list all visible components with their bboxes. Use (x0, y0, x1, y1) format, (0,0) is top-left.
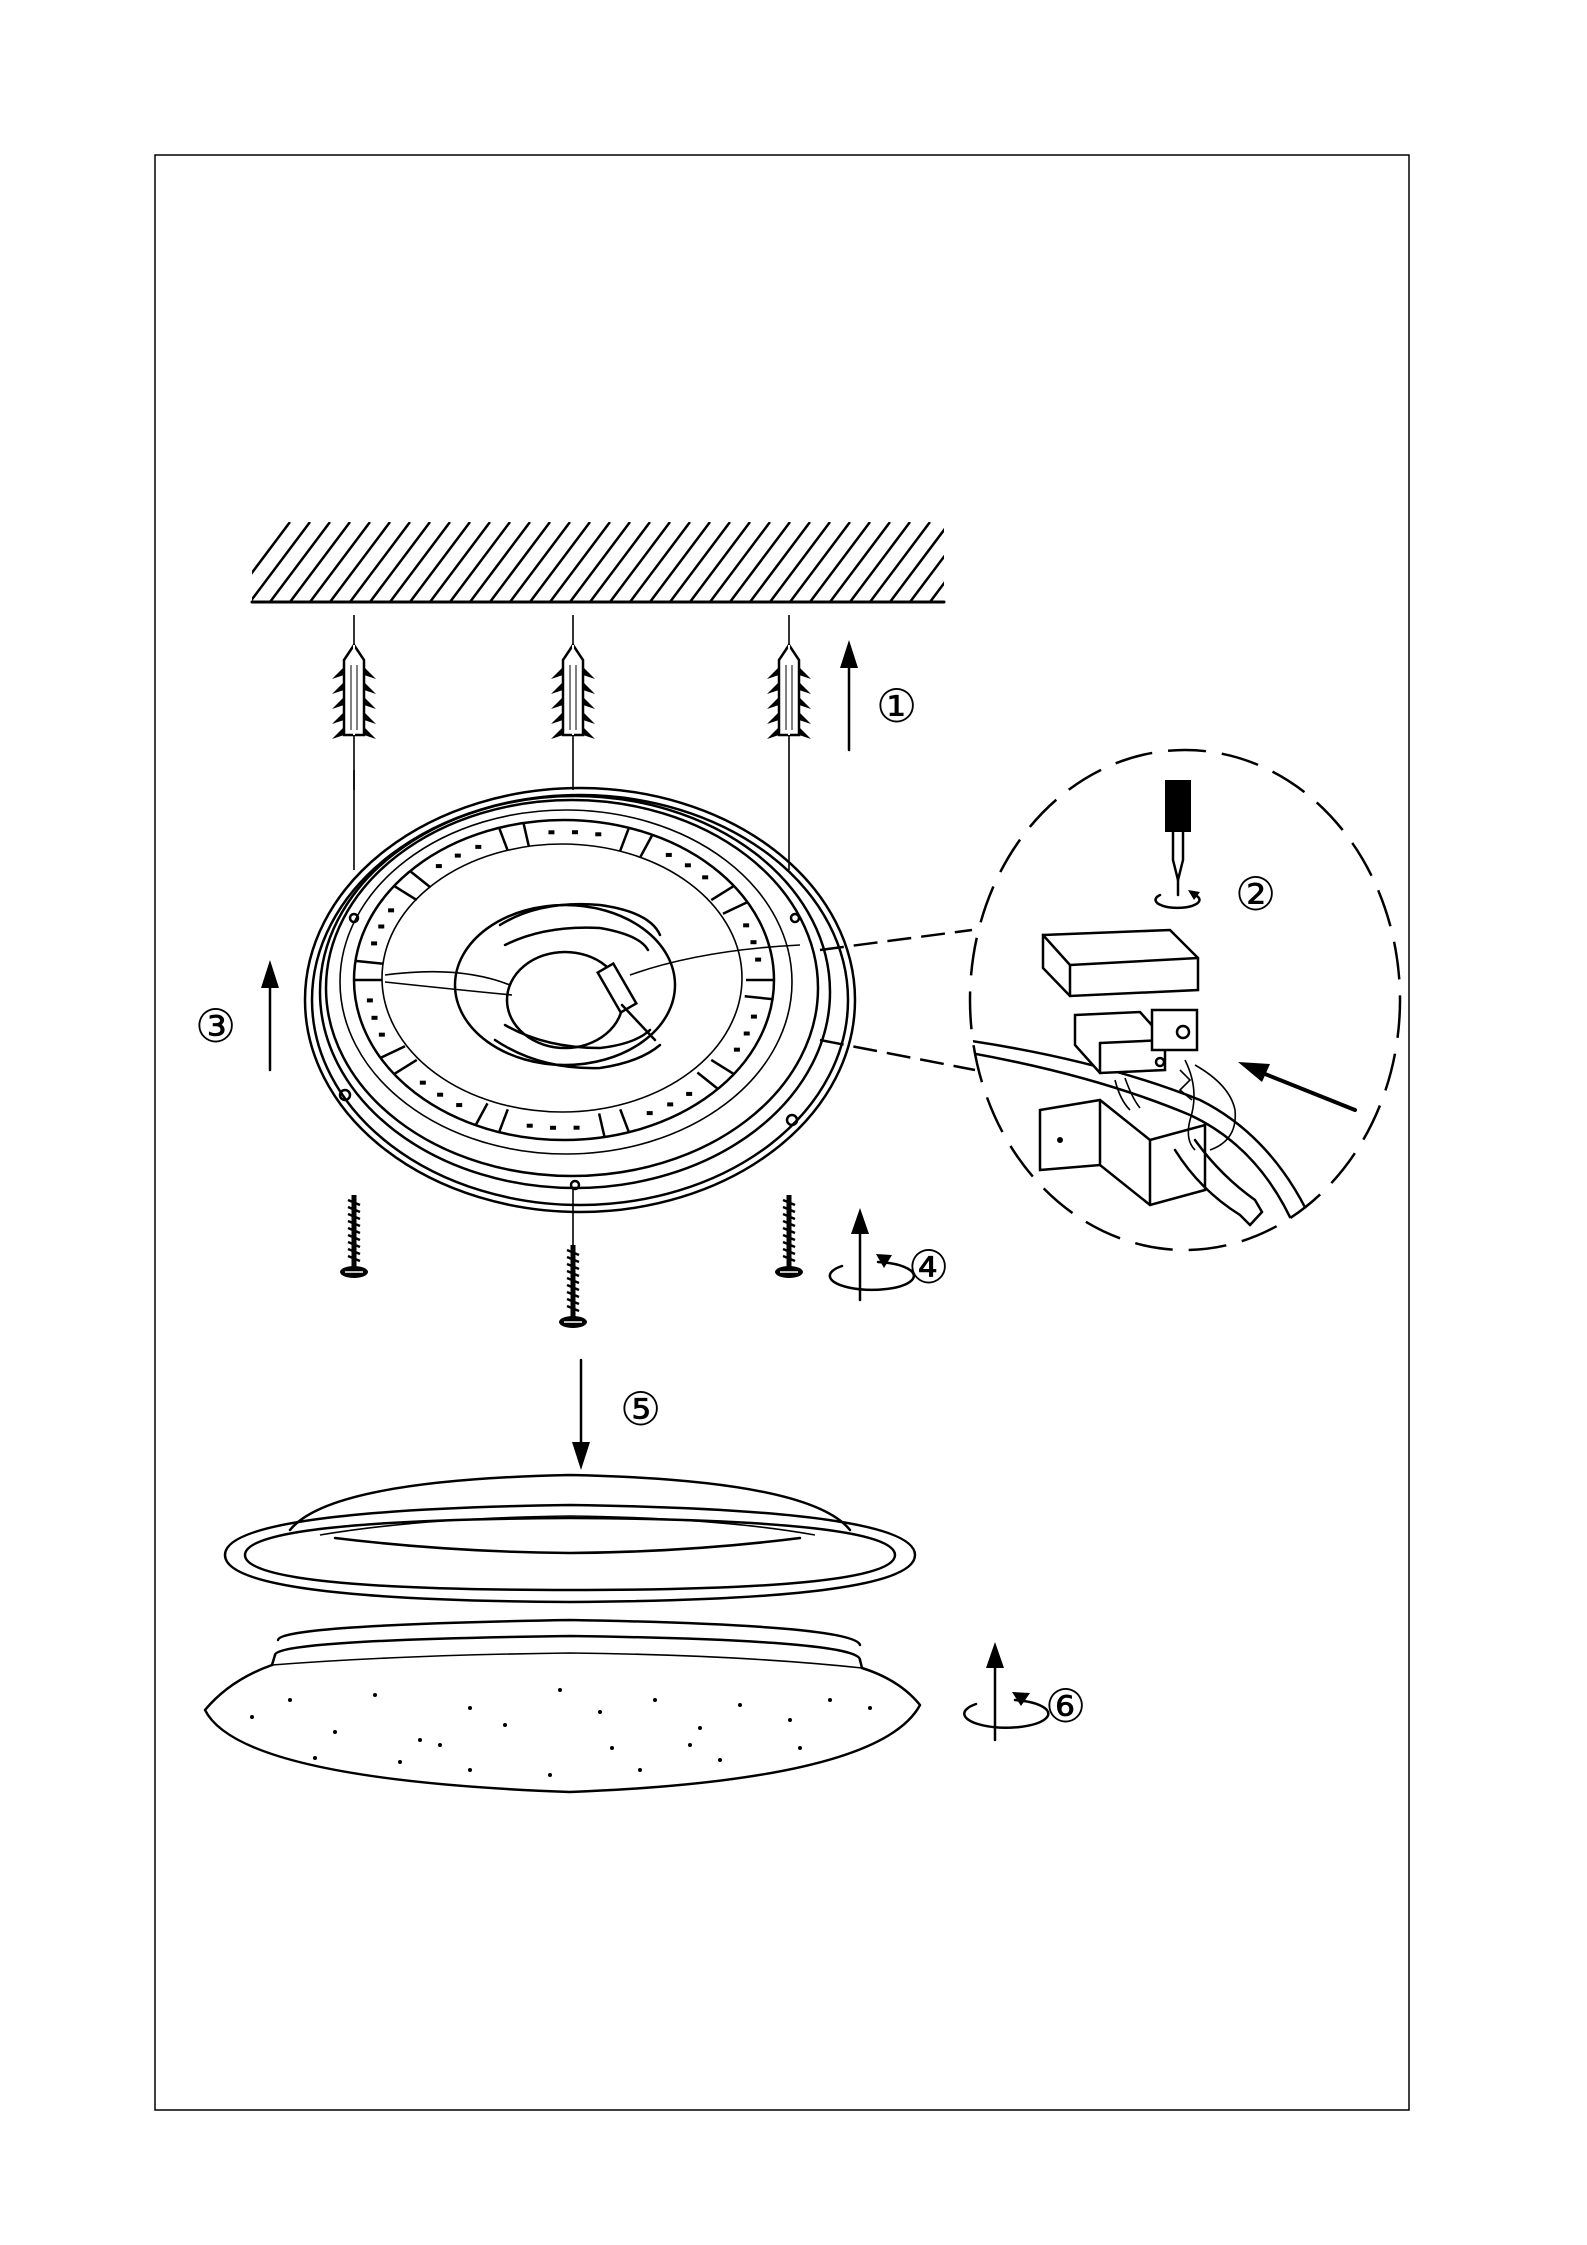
step-1-label: ① (876, 679, 917, 733)
step-3-label: ③ (195, 999, 236, 1053)
diffuser-shade (205, 1620, 920, 1792)
step-5-label: ⑤ (620, 1382, 661, 1436)
screw-left (340, 1195, 368, 1278)
wall-plug-right (767, 645, 811, 739)
step-6-label: ⑥ (1045, 1679, 1086, 1733)
wall-plug-center (551, 645, 595, 739)
step-4-label: ④ (908, 1240, 949, 1294)
step-6-rotate-icon (964, 1642, 1048, 1740)
wiring-detail-callout (820, 750, 1400, 1250)
step-4-rotate-icon (830, 1208, 914, 1300)
screw-center (559, 1245, 587, 1328)
step-5-arrow (572, 1360, 590, 1470)
screw-right (775, 1195, 803, 1278)
step-1-arrow (840, 640, 858, 750)
decorative-ring (225, 1475, 915, 1602)
mounting-base (305, 788, 855, 1212)
step-2-label: ② (1235, 867, 1276, 921)
wall-plug-left (332, 645, 376, 739)
ceiling (230, 522, 1050, 602)
step-3-arrow (261, 960, 279, 1070)
